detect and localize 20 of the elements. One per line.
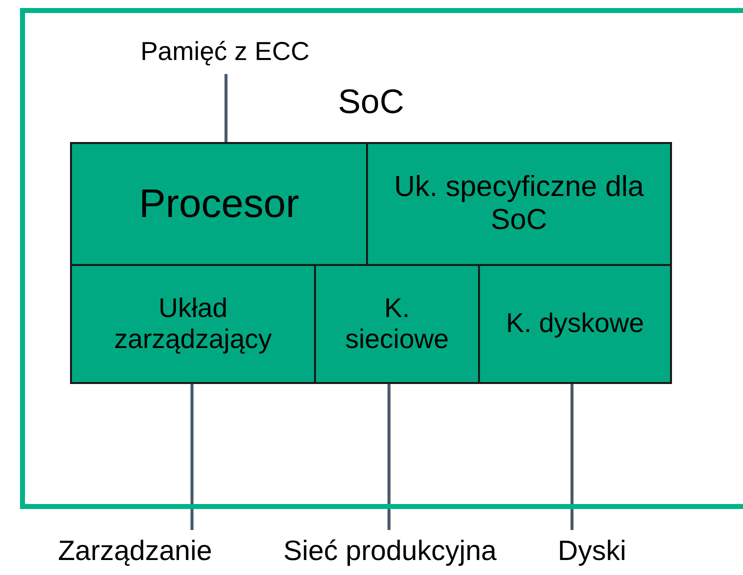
interface-label: Dyski: [558, 534, 626, 568]
block-label: Uk. specyficzne dla SoC: [393, 170, 645, 238]
component-block: [314, 264, 480, 384]
component-block: [366, 142, 672, 266]
interface-label: Zarządzanie: [58, 534, 212, 568]
block-label: Procesor: [138, 181, 300, 227]
component-block: [70, 264, 316, 384]
interface-label: Pamięć z ECC: [140, 37, 310, 67]
frame-title: SoC: [338, 83, 404, 122]
connector-line: [570, 384, 574, 530]
component-block: [70, 142, 368, 266]
component-block: [478, 264, 672, 384]
connector-line: [388, 384, 390, 530]
block-label: K. dyskowe: [506, 308, 644, 340]
block-label: Układ zarządzający: [113, 292, 273, 356]
block-label: K. sieciowe: [344, 292, 450, 356]
soc-frame: [20, 8, 743, 509]
connector-line: [224, 74, 228, 142]
connector-line: [190, 384, 194, 530]
interface-label: Sieć produkcyjna: [283, 534, 497, 568]
